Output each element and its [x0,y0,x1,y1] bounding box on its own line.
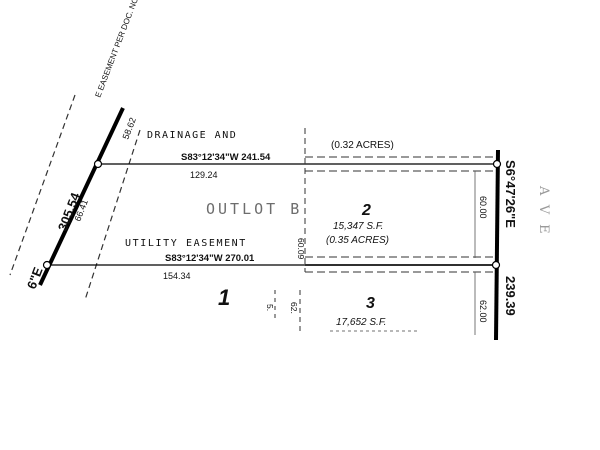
drainage-label: DRAINAGE AND [147,130,237,141]
right-bearing: S6°47'26"E [503,160,518,228]
top-sub-dim: 129.24 [190,170,218,180]
lot1-number: 1 [218,285,230,310]
easement-note: E EASEMENT PER DOC. NO. 333434 [93,0,151,99]
monument-top-right [492,159,502,169]
monument-bottom-left [42,260,52,270]
right-bearing-total: 239.39 [503,276,518,316]
bottom-sub-dim: 154.34 [163,271,191,281]
avenue-label: AVE [536,185,551,244]
center-dim-lower: 62. [289,302,299,314]
left-dim-top: 58.62 [121,116,138,141]
center-dim-upper: 60.09 [296,238,306,260]
utility-easement-label: UTILITY EASEMENT [125,238,247,249]
lot2-acres: (0.35 ACRES) [326,235,389,246]
east-boundary-line [494,149,500,341]
right-dim-lower: 62.00 [478,300,488,323]
outlot-label: OUTLOT B [206,200,302,218]
easement-line-outer [9,94,76,276]
center-dim-small: 5. [265,304,275,311]
bottom-bearing: S83°12'34"W 270.01 [165,253,255,264]
monument-bottom-right [491,260,501,270]
left-bearing-label: 6"E [24,265,46,291]
top-bearing: S83°12'34"W 241.54 [181,152,271,163]
easement-line-inner [84,129,141,301]
lot3-number: 3 [366,295,375,312]
west-boundary-line [38,107,125,286]
acres-top-label: (0.32 ACRES) [331,140,394,151]
lot2-number: 2 [361,202,371,219]
lot2-sf: 15,347 S.F. [333,221,383,232]
monument-top-left [93,159,103,169]
lot3-sf: 17,652 S.F. [336,317,386,328]
right-dim-upper: 60.00 [478,196,488,219]
